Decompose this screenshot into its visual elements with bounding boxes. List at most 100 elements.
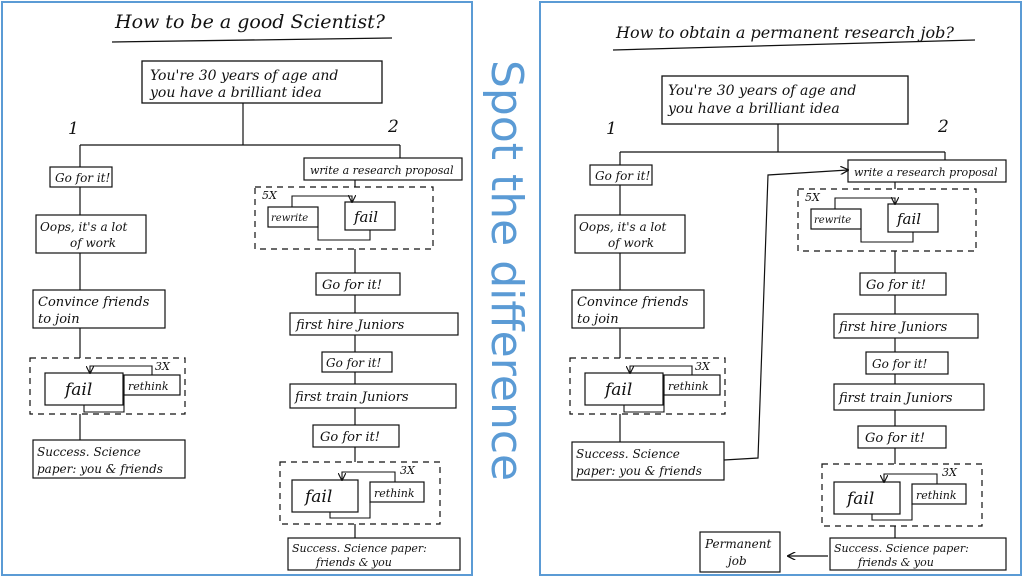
right-label-1: 1 <box>606 119 617 139</box>
right-b2-proposal-box <box>847 159 1007 183</box>
right-b1-goforit: Go for it! <box>595 169 651 183</box>
right-panel: How to obtain a permanent research job? … <box>569 23 1007 573</box>
left-b1-convince-box <box>32 289 166 329</box>
left-b1-success-1: Success. Science <box>37 445 141 459</box>
left-b2-loop2-region <box>279 461 441 525</box>
left-b2-proposal: write a research proposal <box>310 164 454 177</box>
left-b2-fail2-box <box>291 479 359 513</box>
right-b2-success-1: Success. Science paper: <box>834 542 969 555</box>
left-label-2: 2 <box>387 117 399 137</box>
left-b2-fail: fail <box>353 208 378 226</box>
right-b1-oops-2: of work <box>608 236 654 250</box>
right-b1-convince-box <box>571 289 705 329</box>
left-start-box <box>141 60 383 104</box>
left-b2-rewrite-box <box>267 206 319 228</box>
right-b2-repeat5: 5X <box>805 191 821 204</box>
left-b2-repeat5: 5X <box>262 189 278 202</box>
left-b2-rewrite: rewrite <box>271 213 308 224</box>
left-b2-fail2: fail <box>303 487 332 507</box>
right-b2-goforit3: Go for it! <box>865 431 925 446</box>
right-b2-loop1-region <box>797 188 977 252</box>
right-b2-repeat3: 3X <box>942 466 958 479</box>
left-start-line2: you have a brilliant idea <box>149 85 322 101</box>
right-b1-oops-1: Oops, it's a lot <box>579 220 666 234</box>
right-b2-fail2: fail <box>845 489 874 509</box>
right-b2-success-box <box>829 537 1007 571</box>
left-b2-goforit3: Go for it! <box>320 430 380 445</box>
right-start-line1: You're 30 years of age and <box>668 83 856 99</box>
left-b1-loop-region <box>29 357 186 415</box>
left-b1-oops-1: Oops, it's a lot <box>40 220 127 234</box>
left-b2-proposal-box <box>303 157 463 181</box>
left-b2-rethink: rethink <box>374 487 415 500</box>
right-b1-loop-region <box>569 357 726 415</box>
right-b2-train-box <box>833 383 985 411</box>
right-b2-success-2: friends & you <box>857 556 934 569</box>
left-b2-goforit1: Go for it! <box>322 278 382 293</box>
right-b2-goforit3-box <box>857 425 947 449</box>
right-b2-rethink: rethink <box>916 489 957 502</box>
right-b1-oops-box <box>574 214 686 254</box>
right-permanent-box <box>699 531 781 573</box>
right-b1-success-box <box>571 441 725 481</box>
right-b2-hire: first hire Juniors <box>838 320 948 335</box>
left-b2-repeat3: 3X <box>400 464 416 477</box>
right-b2-rewrite-box <box>810 208 862 230</box>
left-b1-repeat: 3X <box>155 360 171 373</box>
left-b1-convince-2: to join <box>38 312 80 327</box>
right-start-box <box>661 75 909 125</box>
left-b1-convince-1: Convince friends <box>38 295 150 310</box>
right-permanent-2: job <box>725 554 747 568</box>
center-label: Spot the difference <box>481 60 532 481</box>
left-b2-success-1: Success. Science paper: <box>292 542 427 555</box>
right-b1-goforit-box <box>589 164 653 186</box>
left-b1-success-2: paper: you & friends <box>37 462 163 476</box>
left-b2-success-2: friends & you <box>315 556 392 569</box>
right-panel-frame <box>539 1 1022 576</box>
right-b1-success-1: Success. Science <box>576 447 680 461</box>
right-label-2: 2 <box>937 117 949 137</box>
left-b2-rethink-box <box>369 481 425 503</box>
right-b2-proposal: write a research proposal <box>854 166 998 179</box>
left-b1-success-box <box>32 439 186 479</box>
right-b1-to-proposal-arrow <box>723 170 848 461</box>
left-label-1: 1 <box>68 119 79 139</box>
left-b2-hire-box <box>289 312 459 336</box>
left-panel-frame <box>1 1 473 576</box>
left-b1-oops-box <box>35 214 147 254</box>
left-b1-oops-2: of work <box>70 236 116 250</box>
right-title: How to obtain a permanent research job? <box>615 23 954 42</box>
right-b1-rethink: rethink <box>668 380 709 393</box>
right-b2-hire-box <box>833 313 979 339</box>
left-title: How to be a good Scientist? <box>114 11 386 33</box>
left-b2-train-box <box>289 383 457 409</box>
left-b1-fail: fail <box>63 380 92 400</box>
right-b2-loop2-region <box>821 463 983 527</box>
left-b2-train: first train Juniors <box>294 390 409 405</box>
left-b2-success-box <box>287 537 461 571</box>
left-b2-loop1-region <box>254 186 434 250</box>
right-b2-fail2-box <box>833 481 901 515</box>
right-b2-fail: fail <box>896 210 921 228</box>
right-b2-rewrite: rewrite <box>814 215 851 226</box>
right-b2-goforit1-box <box>859 272 947 296</box>
right-b1-convince-2: to join <box>577 312 619 327</box>
right-b1-success-2: paper: you & friends <box>576 464 702 478</box>
left-b1-rethink: rethink <box>128 380 169 393</box>
right-b2-goforit1: Go for it! <box>866 278 926 293</box>
right-b2-train: first train Juniors <box>838 391 953 406</box>
right-b1-convince-1: Convince friends <box>577 295 689 310</box>
right-b2-rethink-box <box>911 483 967 505</box>
left-panel: How to be a good Scientist? You're 30 ye… <box>29 11 463 571</box>
left-b2-goforit2-box <box>321 351 393 373</box>
left-start-line1: You're 30 years of age and <box>150 68 338 84</box>
right-permanent-1: Permanent <box>704 537 771 551</box>
right-b1-fail: fail <box>603 380 632 400</box>
right-b2-goforit2-box <box>865 351 949 375</box>
left-b1-goforit: Go for it! <box>55 171 111 185</box>
left-b2-hire: first hire Juniors <box>295 318 405 333</box>
left-b2-goforit3-box <box>312 424 400 448</box>
left-b2-goforit2: Go for it! <box>326 356 382 370</box>
